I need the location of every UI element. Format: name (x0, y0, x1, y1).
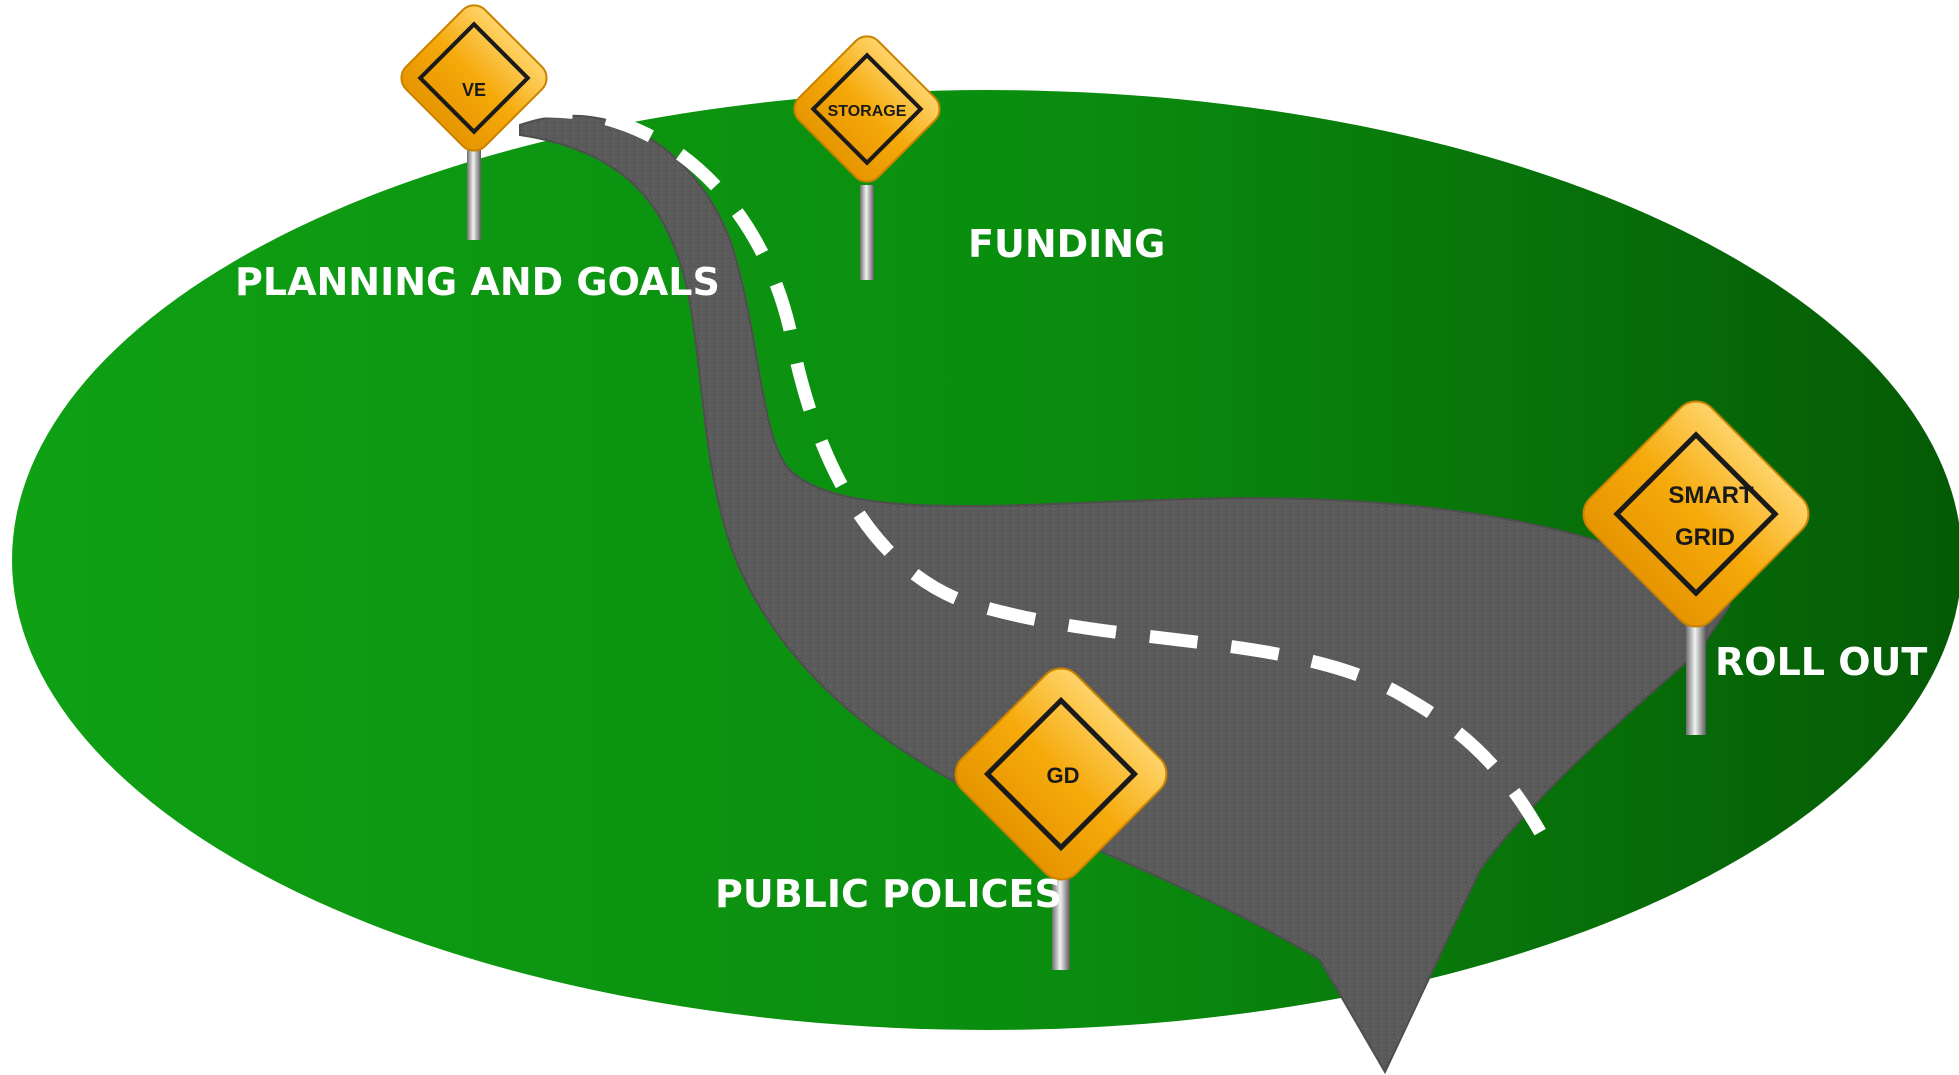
label-roll-out: ROLL OUT (1715, 640, 1927, 684)
sign-ve: VE (400, 4, 548, 240)
label-planning-and-goals: PLANNING AND GOALS (235, 260, 720, 304)
label-public-polices: PUBLIC POLICES (715, 872, 1062, 916)
sign-smart-grid-line1: SMART (1668, 482, 1754, 509)
sign-smart-grid: SMART GRID (1582, 400, 1810, 735)
sign-pole (860, 185, 874, 280)
sign-gd-label: GD (1047, 763, 1080, 788)
sign-gd: GD (954, 667, 1168, 970)
road-center-line (524, 104, 1561, 863)
sign-pole (1052, 860, 1070, 970)
sign-inner-border (810, 52, 924, 166)
label-funding: FUNDING (968, 222, 1165, 266)
road (519, 114, 1732, 1075)
sign-inner-border (983, 696, 1139, 852)
sign-smart-grid-line2: GRID (1675, 524, 1735, 551)
sign-pole (467, 150, 481, 240)
sign-ve-label: VE (462, 80, 486, 100)
sign-inner-border (417, 21, 531, 135)
sign-board (400, 4, 548, 152)
sign-board (1582, 400, 1810, 628)
sign-pole (1686, 605, 1706, 735)
sign-inner-border (1613, 431, 1779, 597)
sign-storage: STORAGE (793, 35, 941, 280)
sign-board (793, 35, 941, 183)
sign-board (954, 667, 1168, 881)
sign-storage-label: STORAGE (828, 103, 907, 120)
